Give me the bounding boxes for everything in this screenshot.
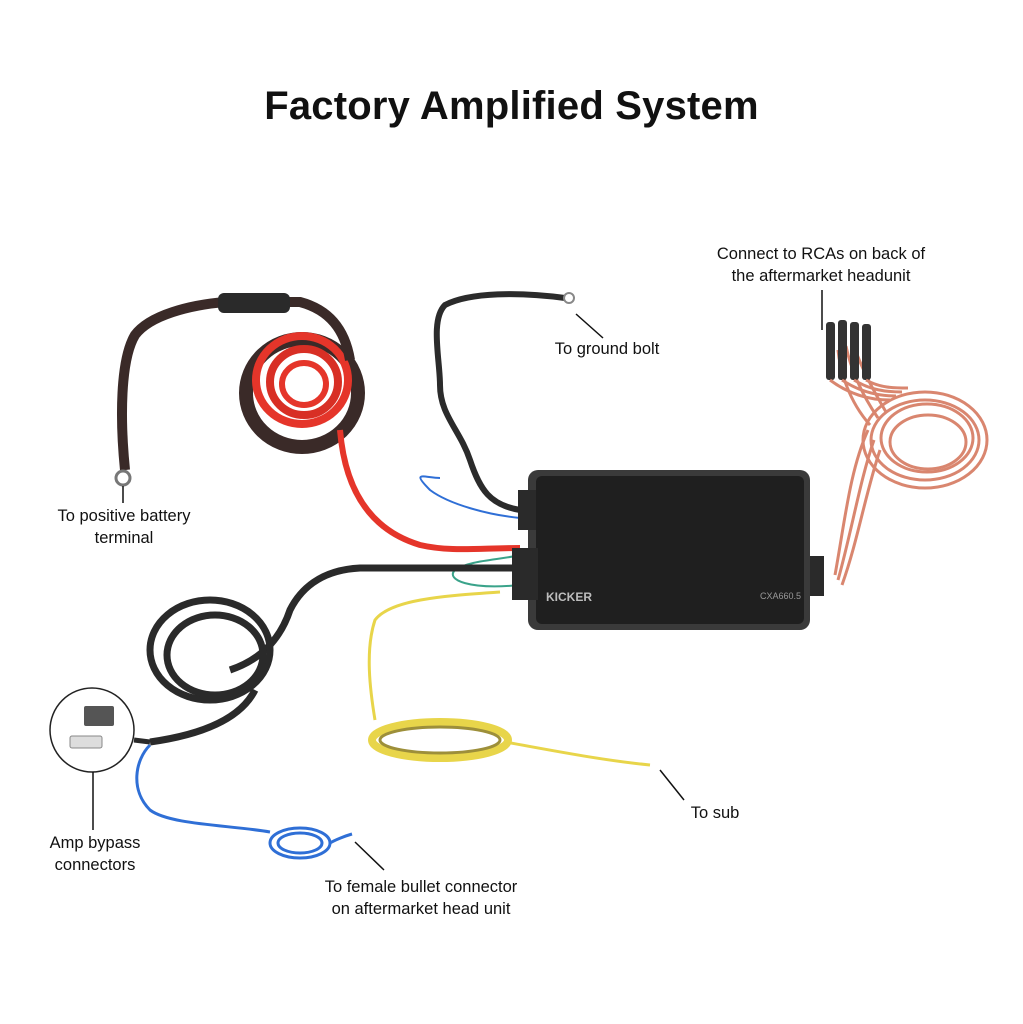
sub-label: To sub [676,802,754,824]
bullet-label-line1: To female bullet connector [324,878,518,896]
bypass-label: Amp bypass connectors [36,832,154,876]
amplifier [512,470,824,630]
rca-label-line2: the aftermarket headunit [731,267,911,285]
power-wire-coil [239,332,365,454]
fuse-holder [218,293,290,313]
amplifier-brand: KICKER [546,590,592,604]
remote-wire-coil [135,743,353,860]
bullet-label: To female bullet connector on aftermarke… [290,876,552,920]
bypass-label-line2: connectors [54,856,136,874]
sub-label-text: To sub [690,804,740,822]
rca-label-line1: Connect to RCAs on back of [716,245,926,263]
battery-label-line1: To positive battery [57,507,191,525]
wiring-harness [146,564,520,746]
rca-label: Connect to RCAs on back of the aftermark… [680,243,962,287]
amplifier-model: CXA660.5 [760,591,801,601]
ground-label-text: To ground bolt [554,340,660,358]
ground-wire [433,291,566,513]
bypass-label-line1: Amp bypass [49,834,141,852]
battery-cable [117,297,355,471]
ground-ring-terminal [563,292,575,304]
ground-label: To ground bolt [540,338,674,360]
sub-wire [367,590,651,767]
bullet-label-line2: on aftermarket head unit [331,900,511,918]
rca-plugs [826,320,871,380]
leader-lines [92,290,823,871]
bypass-callout [49,687,151,773]
battery-label: To positive battery terminal [40,505,208,549]
ring-terminal [114,469,132,487]
battery-label-line2: terminal [94,529,154,547]
page-title: Factory Amplified System [264,84,759,128]
power-wire [337,429,521,553]
